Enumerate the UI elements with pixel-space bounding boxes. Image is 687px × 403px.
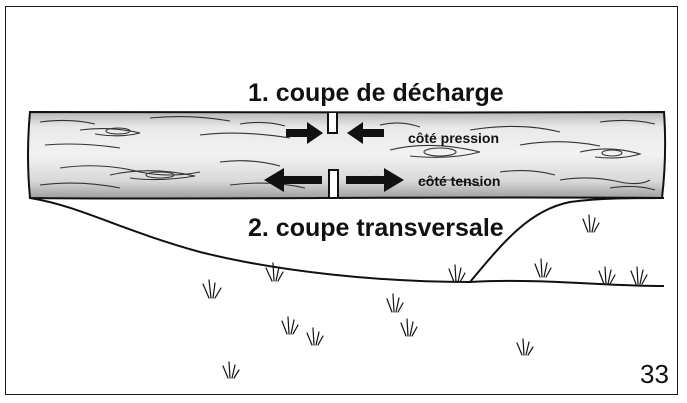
relief-cut-slot <box>327 113 338 134</box>
arrow-right-compression-icon <box>286 122 323 144</box>
arrow-left-compression-icon <box>347 122 384 144</box>
arrow-left-tension-icon <box>264 168 322 192</box>
relief-cut-title: 1. coupe de décharge <box>248 79 504 107</box>
force-arrows <box>264 122 404 192</box>
arrow-right-tension-icon <box>346 168 404 192</box>
log <box>27 110 667 200</box>
bark-grain <box>39 116 656 191</box>
saw-cuts <box>327 113 339 197</box>
illustration-frame <box>5 6 678 395</box>
compression-side-label: côté pression <box>408 130 499 146</box>
ground-slope <box>469 197 665 283</box>
cross-cut-slot <box>328 169 339 197</box>
ground <box>29 197 665 287</box>
grass-tufts <box>202 214 648 379</box>
cross-cut-title: 2. coupe transversale <box>248 214 504 242</box>
tension-side-label: côté tension <box>418 173 500 189</box>
page-number: 33 <box>640 359 669 389</box>
ground-line <box>29 197 665 287</box>
